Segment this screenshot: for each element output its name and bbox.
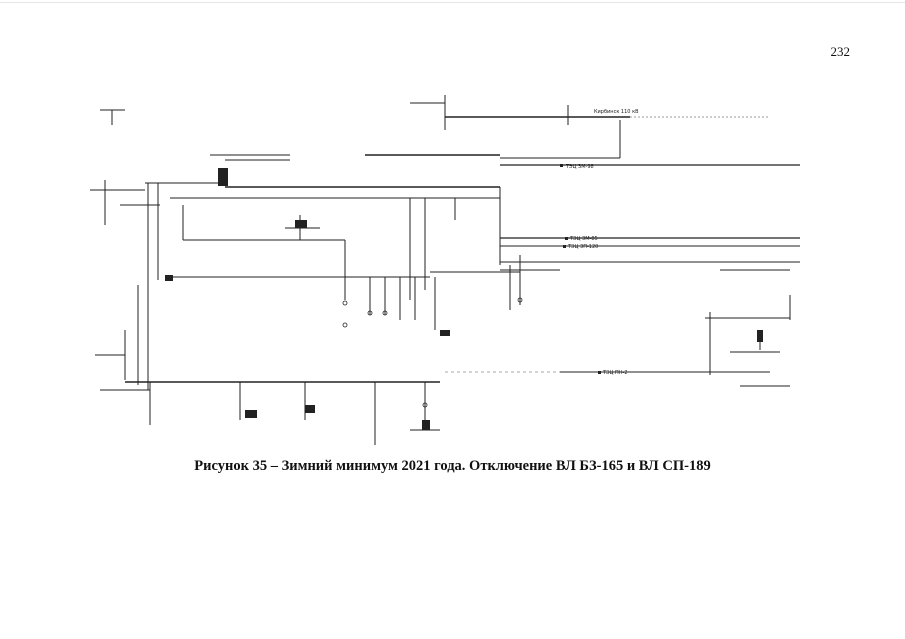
label-tec-zm98: ТЭЦ ЗМ-98 xyxy=(565,164,594,170)
label-tec-zp120: ТЭЦ ЗП-120 xyxy=(567,244,598,250)
label-tec-pn2: ТЭЦ ПН-2 xyxy=(602,370,628,376)
figure-caption: Рисунок 35 – Зимний минимум 2021 года. О… xyxy=(194,458,711,474)
scan-top-edge xyxy=(0,2,905,3)
label-tec-zm85: ТЭЦ ЗМ-85 xyxy=(569,236,598,242)
label-kirbinsk: Кирбинск 110 кВ xyxy=(594,109,639,115)
page-number: 232 xyxy=(830,44,851,59)
